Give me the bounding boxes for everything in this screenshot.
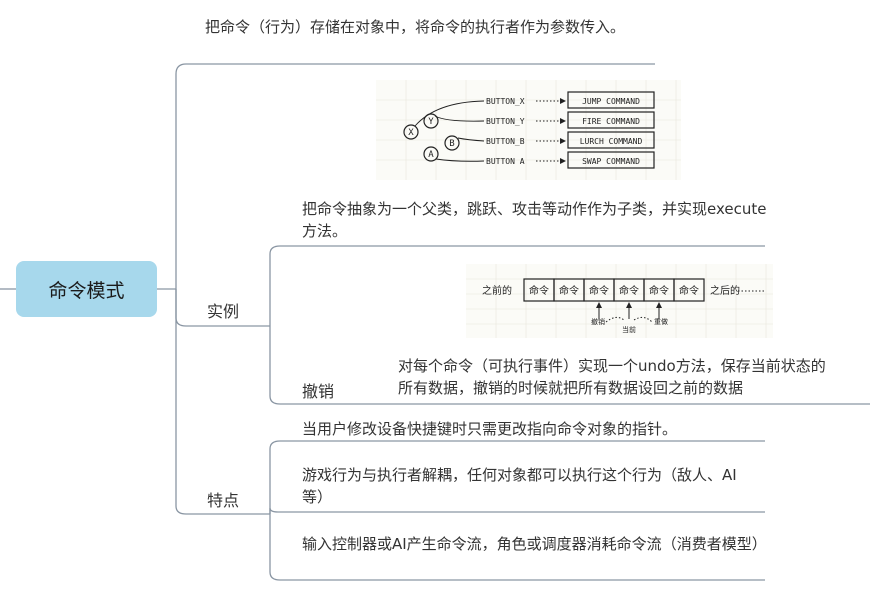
button-b-circle	[444, 135, 460, 151]
feature-item-1[interactable]: 当用户修改设备快捷键时只需更改指向命令对象的指针。	[302, 418, 762, 440]
button-x-glyph: X	[408, 128, 414, 138]
button-y-glyph: Y	[428, 117, 434, 127]
mapping-command-label: LURCH COMMAND	[580, 137, 643, 146]
undo-before-label: 之前的	[482, 284, 512, 297]
mapping-button-label: BUTTON_X	[486, 97, 525, 106]
example-branch-label[interactable]: 实例	[207, 298, 239, 322]
undo-history-diagram: 之前的 命令 命令 命令 命令 命令 命令 之后的	[466, 264, 773, 338]
mapping-command-label: FIRE COMMAND	[582, 117, 640, 126]
top-note-text: 把命令（行为）存储在对象中，将命令的执行者作为参数传入。	[205, 18, 626, 36]
current-pointer-label: 当前	[622, 325, 636, 334]
example-label-text: 实例	[207, 302, 240, 321]
abstraction-note-text: 把命令抽象为一个父类，跳跃、攻击等动作作为子类，并实现execute方法。	[302, 200, 767, 240]
features-label-text: 特点	[207, 491, 240, 510]
undo-note[interactable]: 对每个命令（可执行事件）实现一个undo方法，保存当前状态的所有数据，撤销的时候…	[398, 355, 828, 399]
undo-note-text: 对每个命令（可执行事件）实现一个undo方法，保存当前状态的所有数据，撤销的时候…	[398, 357, 826, 397]
mapping-button-label: BUTTON_B	[486, 137, 525, 146]
feature-item-text: 当用户修改设备快捷键时只需更改指向命令对象的指针。	[302, 420, 678, 438]
feature-item-text: 游戏行为与执行者解耦，任何对象都可以执行这个行为（敌人、AI等）	[302, 466, 737, 506]
mapping-command-label: SWAP COMMAND	[582, 157, 640, 166]
input-mapping-diagram: X Y B A BUTTON_X BUTTON_Y BUTTON_B BUTTO…	[376, 80, 681, 180]
button-b-glyph: B	[449, 139, 454, 149]
undo-cell-label: 命令	[679, 284, 699, 297]
mapping-button-label: BUTTON_Y	[486, 117, 525, 126]
button-x-circle	[403, 124, 419, 140]
top-note[interactable]: 把命令（行为）存储在对象中，将命令的执行者作为参数传入。	[205, 16, 660, 38]
button-y-circle	[423, 113, 439, 129]
undo-cell-label: 命令	[649, 284, 669, 297]
features-branch-label[interactable]: 特点	[207, 487, 239, 511]
undo-cell-label: 命令	[619, 284, 639, 297]
mapping-command-label: JUMP COMMAND	[582, 97, 640, 106]
undo-cell-label: 命令	[529, 284, 549, 297]
undo-cell-label: 命令	[589, 284, 609, 297]
button-a-circle	[423, 146, 439, 162]
feature-item-3[interactable]: 输入控制器或AI产生命令流，角色或调度器消耗命令流（消费者模型）	[302, 533, 767, 555]
undo-cell-label: 命令	[559, 284, 579, 297]
undo-label-text: 撤销	[302, 382, 335, 401]
abstraction-note[interactable]: 把命令抽象为一个父类，跳跃、攻击等动作作为子类，并实现execute方法。	[302, 198, 772, 242]
input-mapping-image: X Y B A BUTTON_X BUTTON_Y BUTTON_B BUTTO…	[376, 80, 681, 180]
undo-node-label[interactable]: 撤销	[302, 378, 334, 402]
button-a-glyph: A	[428, 150, 434, 160]
central-topic[interactable]: 命令模式	[16, 261, 157, 317]
feature-item-2[interactable]: 游戏行为与执行者解耦，任何对象都可以执行这个行为（敌人、AI等）	[302, 464, 757, 508]
undo-pointer-label: 撤销	[591, 317, 605, 326]
central-topic-label: 命令模式	[48, 279, 125, 302]
feature-item-text: 输入控制器或AI产生命令流，角色或调度器消耗命令流（消费者模型）	[302, 535, 767, 553]
undo-history-image: 之前的 命令 命令 命令 命令 命令 命令 之后的	[466, 264, 773, 338]
undo-after-label: 之后的	[710, 284, 740, 297]
mapping-button-label: BUTTON A	[486, 157, 525, 166]
redo-pointer-label: 重做	[654, 317, 668, 326]
